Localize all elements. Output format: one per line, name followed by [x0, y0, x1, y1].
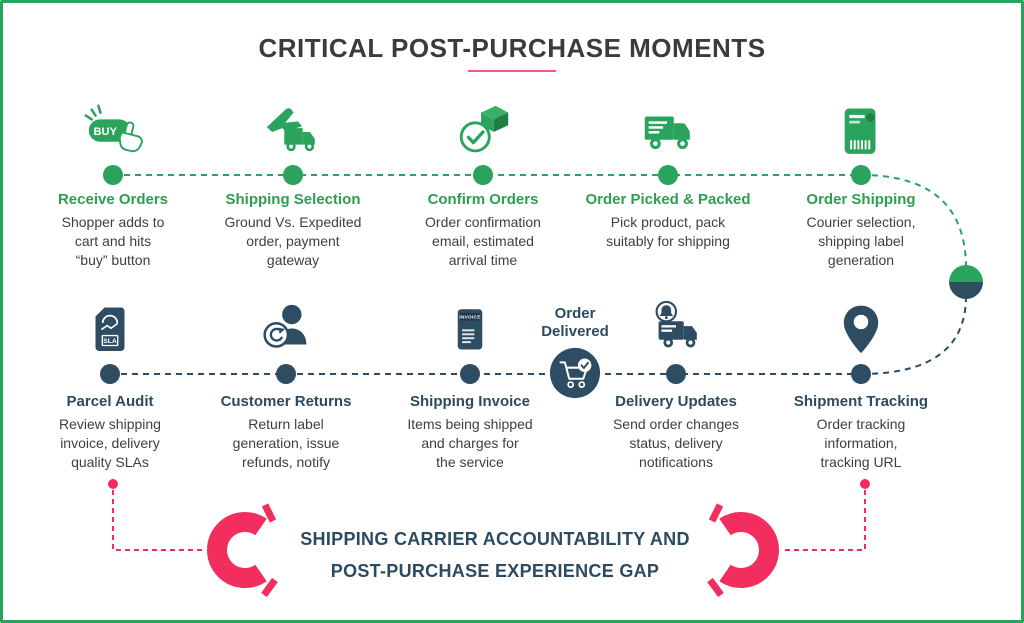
banner-line2: POST-PURCHASE EXPERIENCE GAP — [330, 561, 660, 581]
step-confirm-orders: Confirm Orders Order confirmation email,… — [393, 99, 573, 270]
location-pin-icon — [771, 297, 951, 361]
page-title: CRITICAL POST-PURCHASE MOMENTS — [258, 33, 766, 63]
step-description: Send order changes status, delivery noti… — [612, 416, 740, 470]
customer-return-icon — [196, 297, 376, 361]
step-receive-orders: BUY Receive Orders Shopper adds to cart … — [23, 99, 203, 270]
delivery-truck-icon — [578, 99, 758, 163]
order-delivered-label: Order Delivered — [541, 305, 609, 340]
svg-text:SLA: SLA — [103, 338, 117, 345]
shipping-label-icon — [771, 99, 951, 163]
step-title: Order Shipping — [806, 191, 916, 208]
step-title: Confirm Orders — [427, 191, 539, 208]
step-description: Shopper adds to cart and hits “buy” butt… — [61, 214, 165, 268]
step-title: Delivery Updates — [615, 393, 737, 410]
transition-node-icon — [949, 265, 983, 299]
step-delivery-updates: Delivery Updates Send order changes stat… — [586, 297, 766, 472]
step-shipping-selection: Shipping Selection Ground Vs. Expedited … — [203, 99, 383, 270]
step-order-picked-packed: Order Picked & Packed Pick product, pack… — [578, 99, 758, 251]
buy-button-click-icon: BUY — [23, 99, 203, 163]
step-description: Order tracking information, tracking URL — [816, 416, 906, 470]
step-description: Return label generation, issue refunds, … — [232, 416, 340, 470]
step-title: Order Picked & Packed — [585, 191, 751, 208]
svg-text:BUY: BUY — [94, 126, 118, 138]
step-title: Shipping Invoice — [409, 393, 530, 410]
plane-truck-icon — [203, 99, 383, 163]
step-title: Shipping Selection — [225, 191, 361, 208]
package-check-icon — [393, 99, 573, 163]
step-title: Customer Returns — [220, 393, 352, 410]
title-underline — [468, 70, 556, 72]
step-description: Order confirmation email, estimated arri… — [425, 214, 541, 268]
step-title: Parcel Audit — [66, 393, 154, 410]
magnet-right-icon — [707, 503, 779, 598]
svg-text:INVOICE: INVOICE — [459, 315, 480, 321]
step-order-shipping: Order Shipping Courier selection, shippi… — [771, 99, 951, 270]
sla-document-icon: SLA — [20, 297, 200, 361]
magnet-left-icon — [207, 503, 278, 598]
cart-check-icon — [549, 347, 601, 399]
step-description: Ground Vs. Expedited order, payment gate… — [224, 214, 362, 268]
left-pink-connector — [108, 479, 205, 551]
banner-line1: SHIPPING CARRIER ACCOUNTABILITY AND — [300, 529, 690, 549]
right-pink-connector — [781, 479, 870, 551]
step-description: Courier selection, shipping label genera… — [806, 214, 916, 268]
step-shipment-tracking: Shipment Tracking Order tracking informa… — [771, 297, 951, 472]
step-title: Receive Orders — [57, 191, 169, 208]
step-customer-returns: Customer Returns Return label generation… — [196, 297, 376, 472]
step-title: Shipment Tracking — [793, 393, 929, 410]
step-parcel-audit: SLA Parcel Audit Review shipping invoice… — [20, 297, 200, 472]
step-description: Items being shipped and charges for the … — [407, 416, 533, 470]
banner-text: SHIPPING CARRIER ACCOUNTABILITY AND POST… — [285, 523, 705, 587]
step-description: Pick product, pack suitably for shipping — [606, 214, 730, 249]
step-shipping-invoice: INVOICE Shipping Invoice Items being shi… — [380, 297, 560, 472]
step-description: Review shipping invoice, delivery qualit… — [59, 416, 161, 470]
truck-bell-icon — [586, 297, 766, 361]
order-delivered-badge: Order Delivered — [515, 305, 635, 405]
invoice-document-icon: INVOICE — [380, 297, 560, 361]
